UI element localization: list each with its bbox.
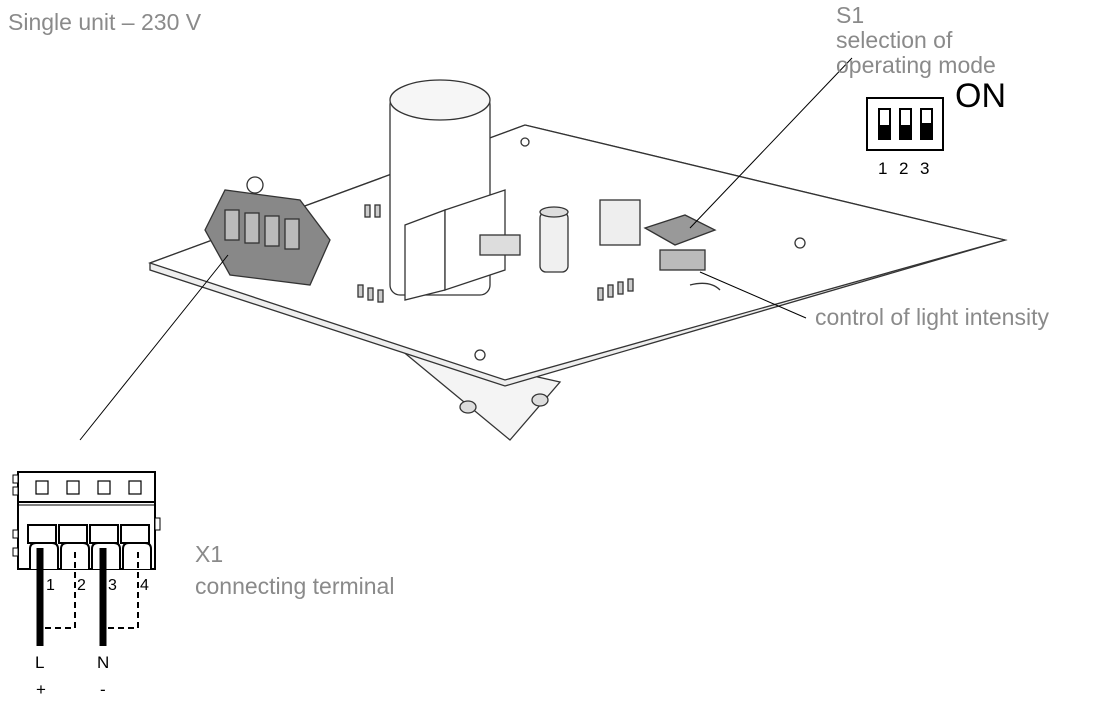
terminal-number-4: 4 bbox=[140, 577, 149, 594]
pin-header bbox=[599, 199, 641, 246]
terminal-number-3: 3 bbox=[108, 577, 117, 594]
mounting-hole bbox=[520, 137, 530, 147]
dip-switch-symbol bbox=[866, 97, 944, 151]
mounting-hole bbox=[794, 237, 806, 249]
x1-terminal-symbol bbox=[12, 471, 161, 646]
jumper-3-4 bbox=[108, 548, 139, 629]
dip-switch-3 bbox=[920, 108, 933, 140]
x1-designator: X1 bbox=[195, 541, 223, 567]
terminal-screw-slots bbox=[35, 480, 142, 495]
s1-description-line2: operating mode bbox=[836, 52, 996, 78]
dip-switch-2 bbox=[899, 108, 912, 140]
board-dip-switch bbox=[643, 214, 717, 246]
terminal-ring bbox=[246, 176, 264, 194]
relay bbox=[404, 209, 446, 301]
x1-description: connecting terminal bbox=[195, 573, 394, 599]
dip-on-label: ON bbox=[955, 77, 1006, 115]
dip-number-3: 3 bbox=[920, 159, 929, 178]
jumper-1-2 bbox=[45, 548, 76, 629]
dip-number-1: 1 bbox=[878, 159, 887, 178]
housing-clip bbox=[531, 393, 549, 407]
pcb-illustration bbox=[148, 79, 1008, 441]
large-capacitor-top bbox=[389, 79, 491, 121]
board-terminal-slots bbox=[224, 209, 300, 250]
dip-switch-1 bbox=[878, 108, 891, 140]
terminal-side-tabs bbox=[12, 474, 161, 557]
terminal-clamps bbox=[27, 524, 152, 569]
board-pins bbox=[357, 204, 634, 303]
leader-line-s1 bbox=[689, 57, 853, 229]
relay-base bbox=[479, 234, 521, 256]
wire-N-label: N bbox=[97, 653, 109, 672]
leader-line-x1 bbox=[79, 254, 229, 441]
small-capacitor-top bbox=[539, 206, 569, 218]
leader-lines bbox=[79, 57, 853, 441]
small-capacitor bbox=[539, 211, 569, 273]
dip-number-2: 2 bbox=[899, 159, 908, 178]
wire-N-polarity: - bbox=[100, 680, 106, 699]
board-potentiometer bbox=[659, 249, 706, 271]
terminal-number-2: 2 bbox=[77, 577, 86, 594]
s1-designator: S1 bbox=[836, 2, 864, 28]
s1-description-line1: selection of bbox=[836, 27, 953, 53]
relay-side bbox=[444, 189, 506, 291]
leader-line-light-control bbox=[699, 271, 807, 319]
page-title: Single unit – 230 V bbox=[8, 9, 202, 35]
housing-clip bbox=[459, 400, 477, 414]
terminal-number-1: 1 bbox=[46, 577, 55, 594]
mounting-hole bbox=[474, 349, 486, 361]
potentiometer-arc bbox=[689, 282, 721, 291]
wire-L-polarity: + bbox=[36, 680, 46, 699]
light-intensity-label: control of light intensity bbox=[815, 304, 1049, 330]
wire-L-label: L bbox=[35, 653, 44, 672]
